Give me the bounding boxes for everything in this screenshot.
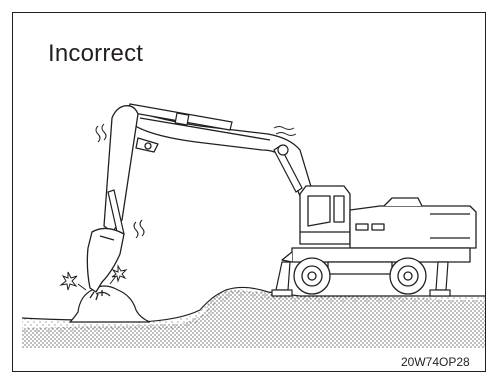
wheels xyxy=(293,257,427,295)
figure-title: Incorrect xyxy=(48,40,144,67)
upper-structure xyxy=(299,185,477,249)
rock-mound xyxy=(68,285,151,323)
bucket xyxy=(86,227,125,301)
vibration-marks xyxy=(95,123,297,239)
carrier xyxy=(281,247,471,275)
boom-cylinder xyxy=(273,144,303,193)
ground-subsoil xyxy=(22,290,486,348)
impact-stars xyxy=(59,264,128,291)
ground-topsoil xyxy=(22,289,486,332)
figure-code: 20W74OP28 xyxy=(401,355,470,369)
outriggers xyxy=(271,261,451,297)
